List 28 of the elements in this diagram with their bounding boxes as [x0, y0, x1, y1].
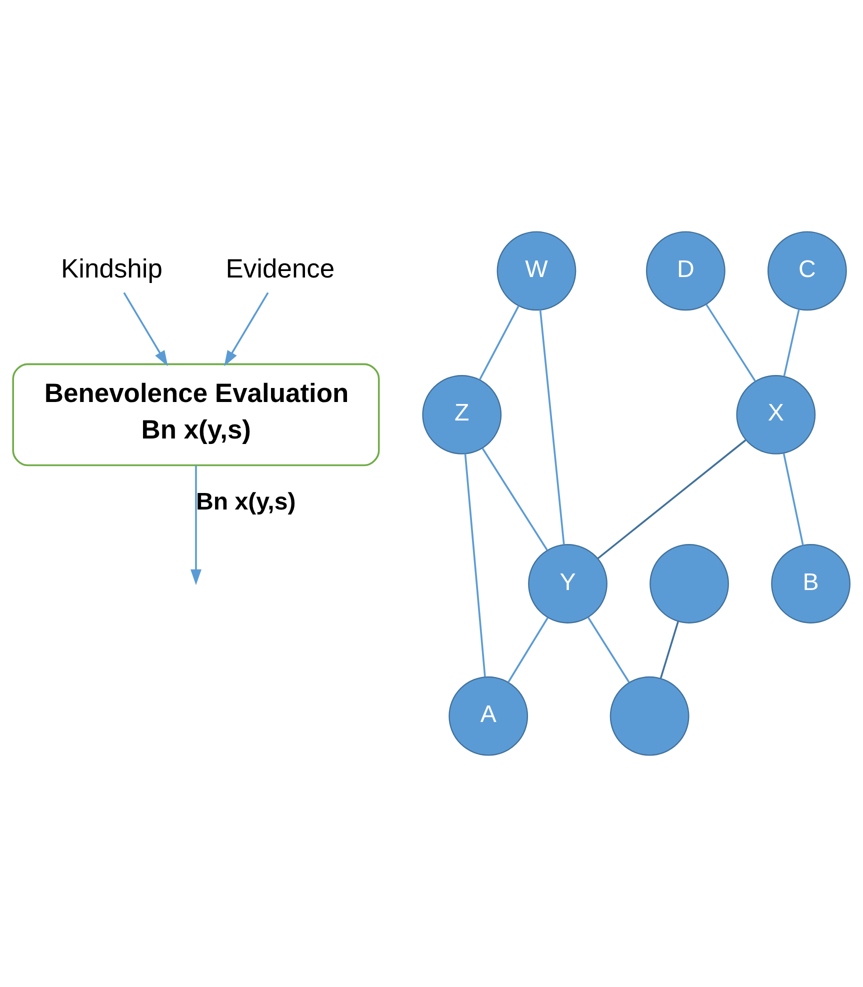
arrow — [190, 465, 202, 586]
node-circle: A — [448, 676, 528, 756]
edge-label: Bn x(y,s) — [196, 488, 296, 516]
connector — [479, 306, 520, 380]
node-circle: Z — [422, 374, 502, 454]
connector — [782, 453, 804, 546]
node-circle — [650, 544, 729, 624]
arrow — [224, 292, 269, 366]
node-text: Evidence — [226, 254, 335, 284]
node-circle: W — [496, 231, 576, 311]
node-circle: C — [767, 231, 847, 311]
connector — [508, 617, 548, 683]
connector — [587, 616, 630, 683]
node-circle: X — [736, 374, 816, 454]
connector — [464, 454, 486, 677]
connector — [783, 309, 800, 376]
connector — [706, 304, 756, 382]
node-text: Kindship — [61, 254, 162, 284]
node-circle: B — [771, 544, 850, 624]
connector — [482, 448, 548, 551]
connector — [539, 310, 565, 545]
node-circle: D — [646, 231, 726, 311]
connector — [597, 439, 746, 560]
node-circle: Y — [528, 544, 608, 624]
arrow — [123, 292, 168, 366]
node-box: Benevolence Evaluation Bn x(y,s) — [12, 363, 380, 466]
node-circle — [610, 676, 690, 756]
connector — [660, 621, 679, 678]
